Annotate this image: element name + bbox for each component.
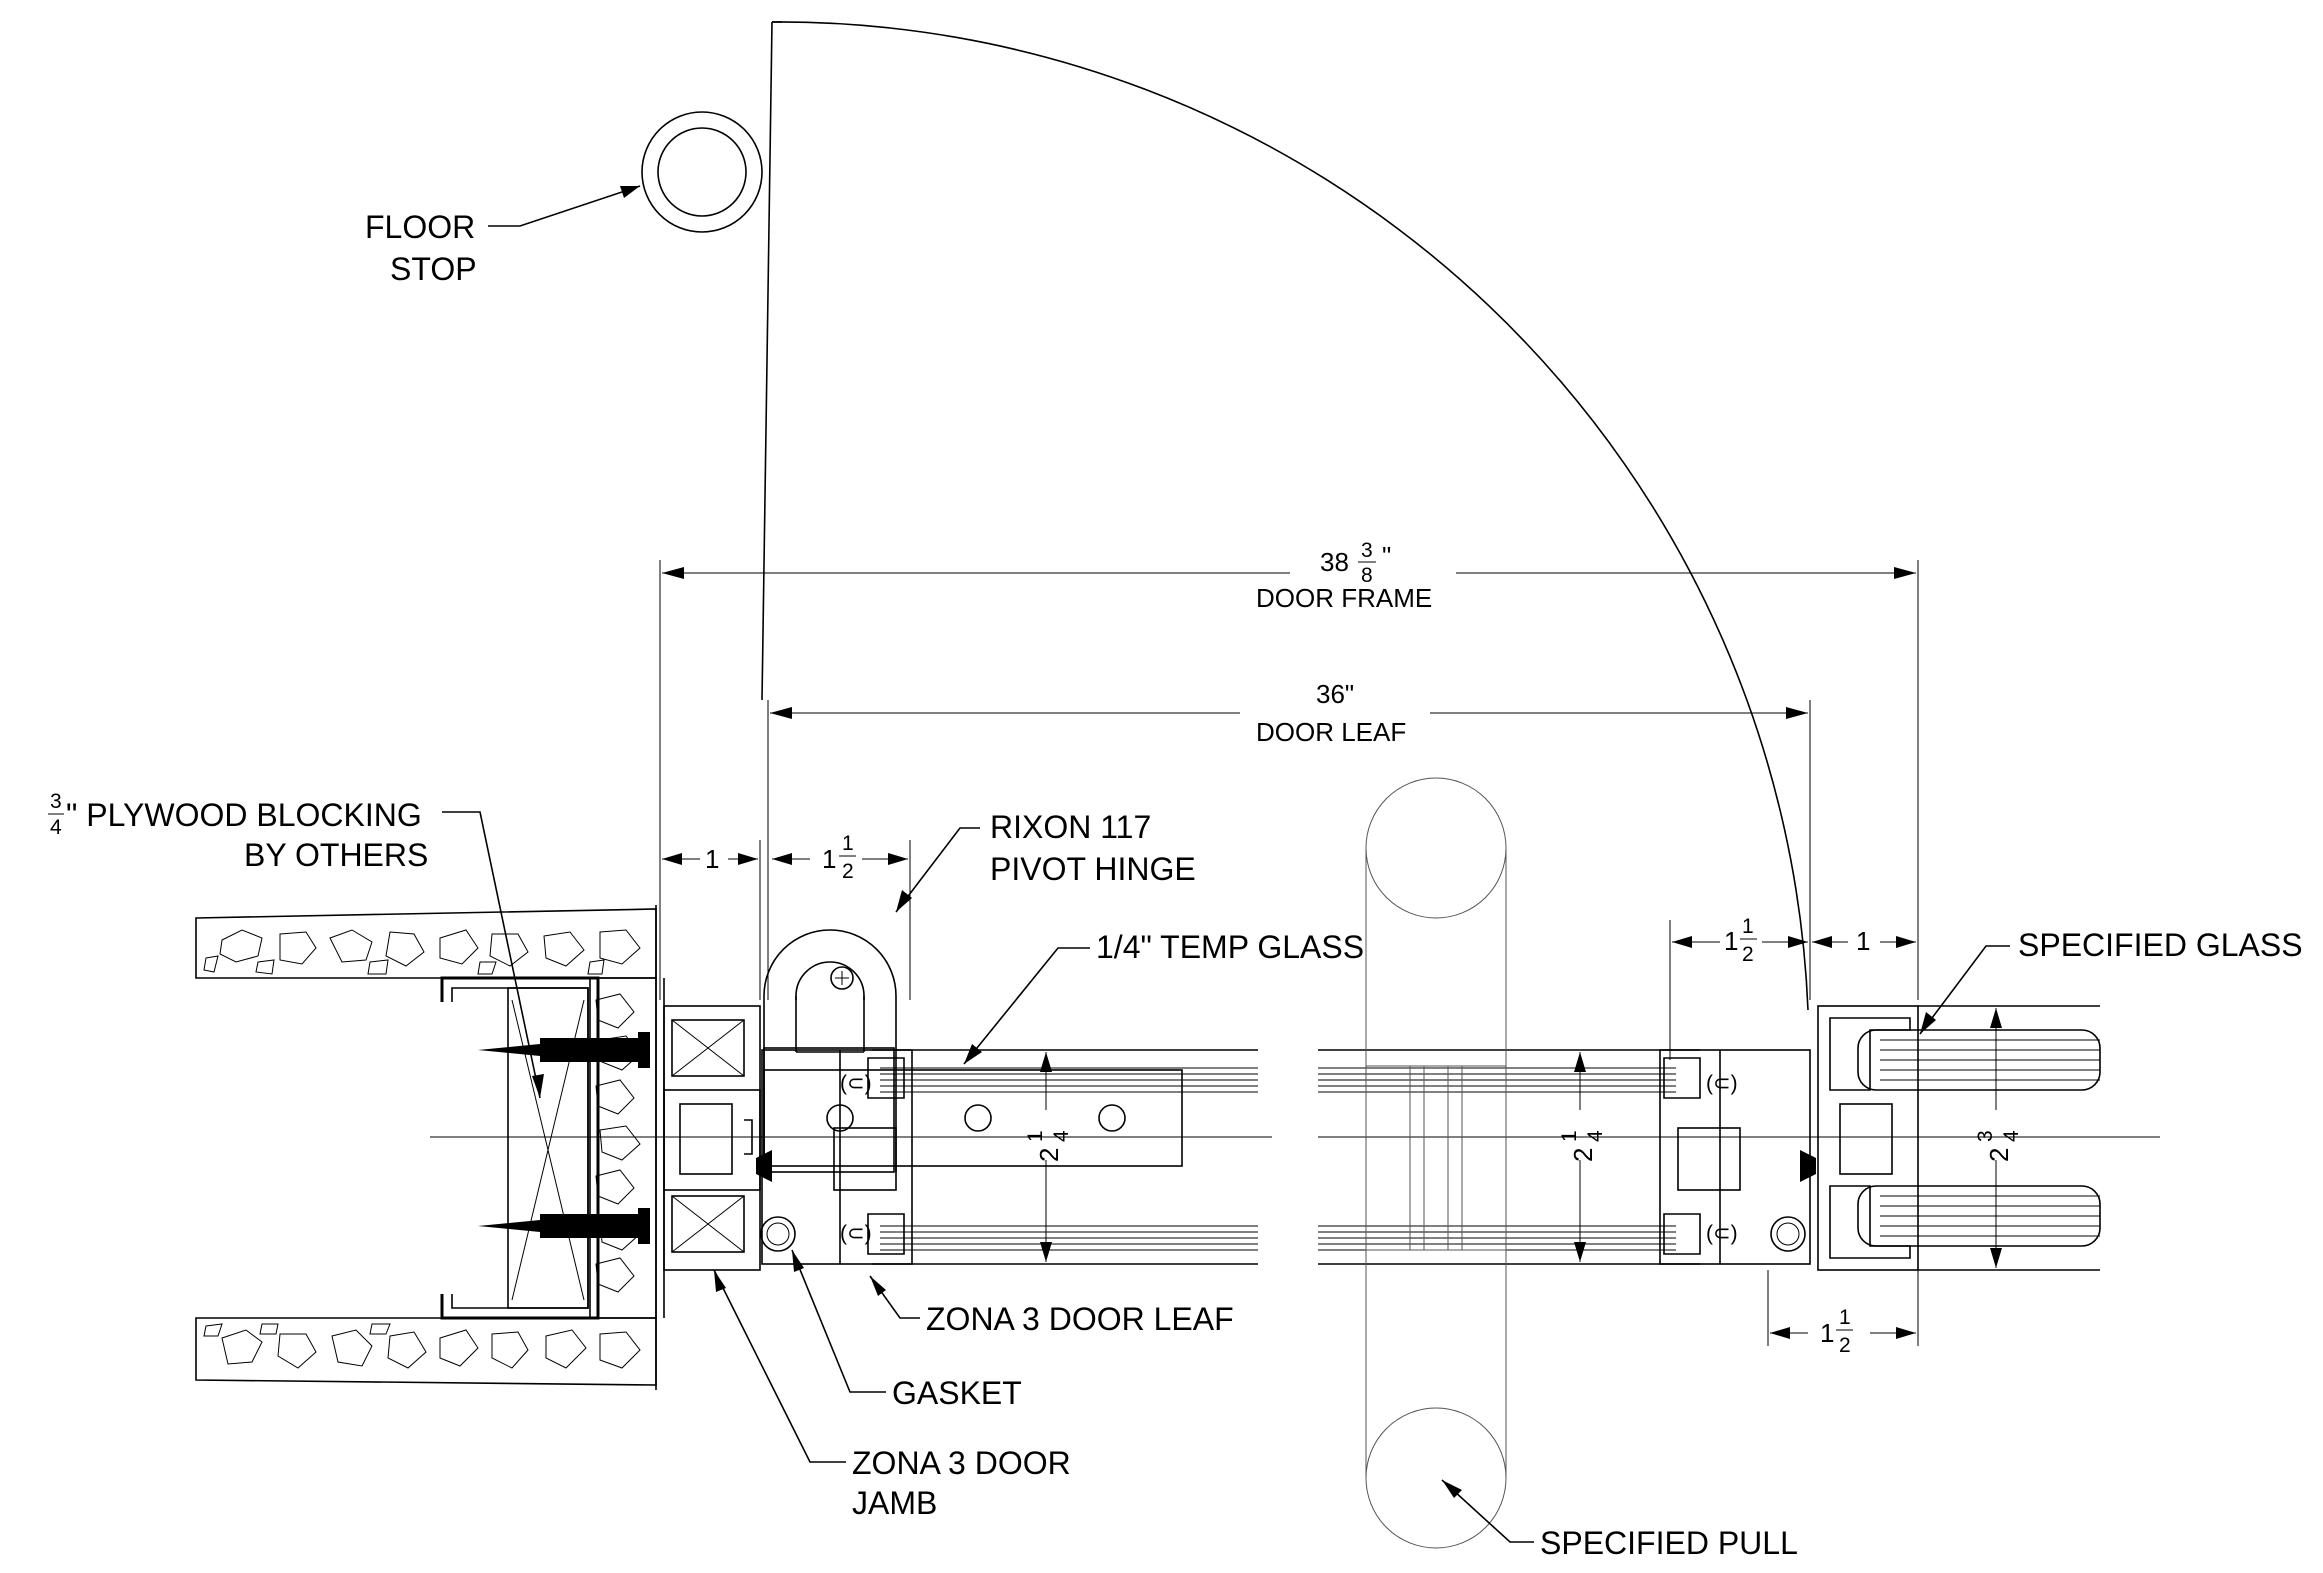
door-swing (761, 21, 1809, 1011)
floor-stop-label-line2: STOP (390, 251, 477, 287)
leaf-depth-left-whole: 2 (1034, 1148, 1064, 1162)
specified-glass-label: SPECIFIED GLASS (2018, 927, 2303, 963)
jamb-gap-right-value: 1 (1856, 926, 1870, 956)
stile-left-num: 1 (842, 832, 854, 855)
stile-bottom-whole: 1 (1820, 1318, 1834, 1348)
leaf-depth-right-den: 4 (1584, 1130, 1607, 1142)
temp-glass-right (1318, 1049, 1700, 1265)
specified-pull (1365, 777, 1507, 1549)
temp-glass-left (872, 1049, 1258, 1265)
hinge-label-line1: RIXON 117 (990, 809, 1151, 845)
plywood-label-line1: " PLYWOOD BLOCKING (66, 797, 422, 833)
specified-glass-leader (1919, 945, 2010, 1035)
screw-upper (478, 1032, 650, 1068)
stile-dimension-right (1669, 920, 1808, 1060)
stile-right-num: 1 (1742, 915, 1754, 938)
svg-text:(⊂): (⊂) (1706, 1072, 1738, 1095)
steel-stud-channel (440, 976, 600, 1320)
floor-stop-symbol (641, 111, 763, 233)
frame-depth-den: 4 (2000, 1130, 2023, 1142)
door-frame-value: 38 (1320, 547, 1349, 577)
leaf-depth-right-whole: 2 (1568, 1148, 1598, 1162)
door-leaf-leader (869, 1275, 920, 1319)
hinge-label-line2: PIVOT HINGE (990, 851, 1196, 887)
door-leaf-stile-left: (⊂) (⊂) (761, 1049, 913, 1265)
leaf-depth-dimension-right (1574, 1052, 1586, 1262)
plywood-frac-num: 3 (50, 790, 62, 813)
stile-dimension-left (772, 840, 911, 1000)
stile-left-den: 2 (842, 860, 854, 883)
pivot-hinge (763, 929, 1183, 1191)
jamb-gap-dimension-left (662, 840, 761, 1000)
floor-stop-leader (488, 185, 641, 227)
door-frame-label: DOOR FRAME (1256, 583, 1432, 613)
stile-right-whole: 1 (1724, 926, 1738, 956)
plywood-label-line2: BY OTHERS (244, 837, 428, 873)
sidelite-frame (1817, 1005, 2101, 1271)
svg-text:(⊂): (⊂) (1706, 1222, 1738, 1245)
leaf-depth-right-num: 1 (1558, 1130, 1581, 1142)
stile-bottom-den: 2 (1839, 1334, 1851, 1357)
door-leaf-stile-right: (⊂) (⊂) (1659, 1049, 1811, 1265)
floor-stop-label-line1: FLOOR (365, 209, 475, 245)
hinge-leader (895, 827, 980, 913)
door-leaf-value: 36" (1316, 679, 1354, 709)
stile-bottom-num: 1 (1839, 1306, 1851, 1329)
jamb-label-line2: JAMB (852, 1485, 937, 1521)
door-frame-dimension (659, 560, 1919, 1000)
svg-text:(⊂): (⊂) (840, 1222, 872, 1245)
gasket-leader (791, 1249, 886, 1393)
specified-pull-label: SPECIFIED PULL (1540, 1525, 1798, 1561)
jamb-gap-left-value: 1 (705, 844, 719, 874)
screw-lower (478, 1208, 650, 1244)
gasket-label: GASKET (892, 1375, 1022, 1411)
plywood-frac-den: 4 (50, 816, 62, 839)
door-leaf-callout-label: ZONA 3 DOOR LEAF (926, 1301, 1234, 1337)
door-frame-frac-num: 3 (1361, 539, 1373, 562)
temp-glass-label: 1/4" TEMP GLASS (1096, 929, 1364, 965)
stile-right-den: 2 (1742, 943, 1754, 966)
svg-text:(⊂): (⊂) (840, 1072, 872, 1095)
frame-depth-num: 3 (1974, 1130, 1997, 1142)
door-frame-frac-den: 8 (1361, 564, 1373, 587)
frame-depth-dimension (1990, 1008, 2002, 1268)
plywood-leader (442, 811, 544, 1099)
gasket-right (1770, 1150, 1816, 1252)
frame-depth-whole: 2 (1984, 1148, 2014, 1162)
stile-dimension-bottom (1767, 1270, 1919, 1346)
leaf-depth-dimension-left (1040, 1052, 1052, 1262)
jamb-leader (713, 1269, 846, 1463)
jamb-gap-dimension-right (1812, 936, 1916, 948)
temp-glass-leader (963, 947, 1090, 1065)
door-leaf-label: DOOR LEAF (1256, 717, 1406, 747)
jamb-label-line1: ZONA 3 DOOR (852, 1445, 1071, 1481)
stile-left-whole: 1 (822, 844, 836, 874)
pull-leader (1441, 1479, 1534, 1543)
door-jamb (663, 1005, 761, 1271)
leaf-depth-left-den: 4 (1050, 1130, 1073, 1142)
door-frame-inch: " (1382, 541, 1391, 571)
leaf-depth-left-num: 1 (1024, 1130, 1047, 1142)
door-leaf-dimension (767, 700, 1811, 1000)
